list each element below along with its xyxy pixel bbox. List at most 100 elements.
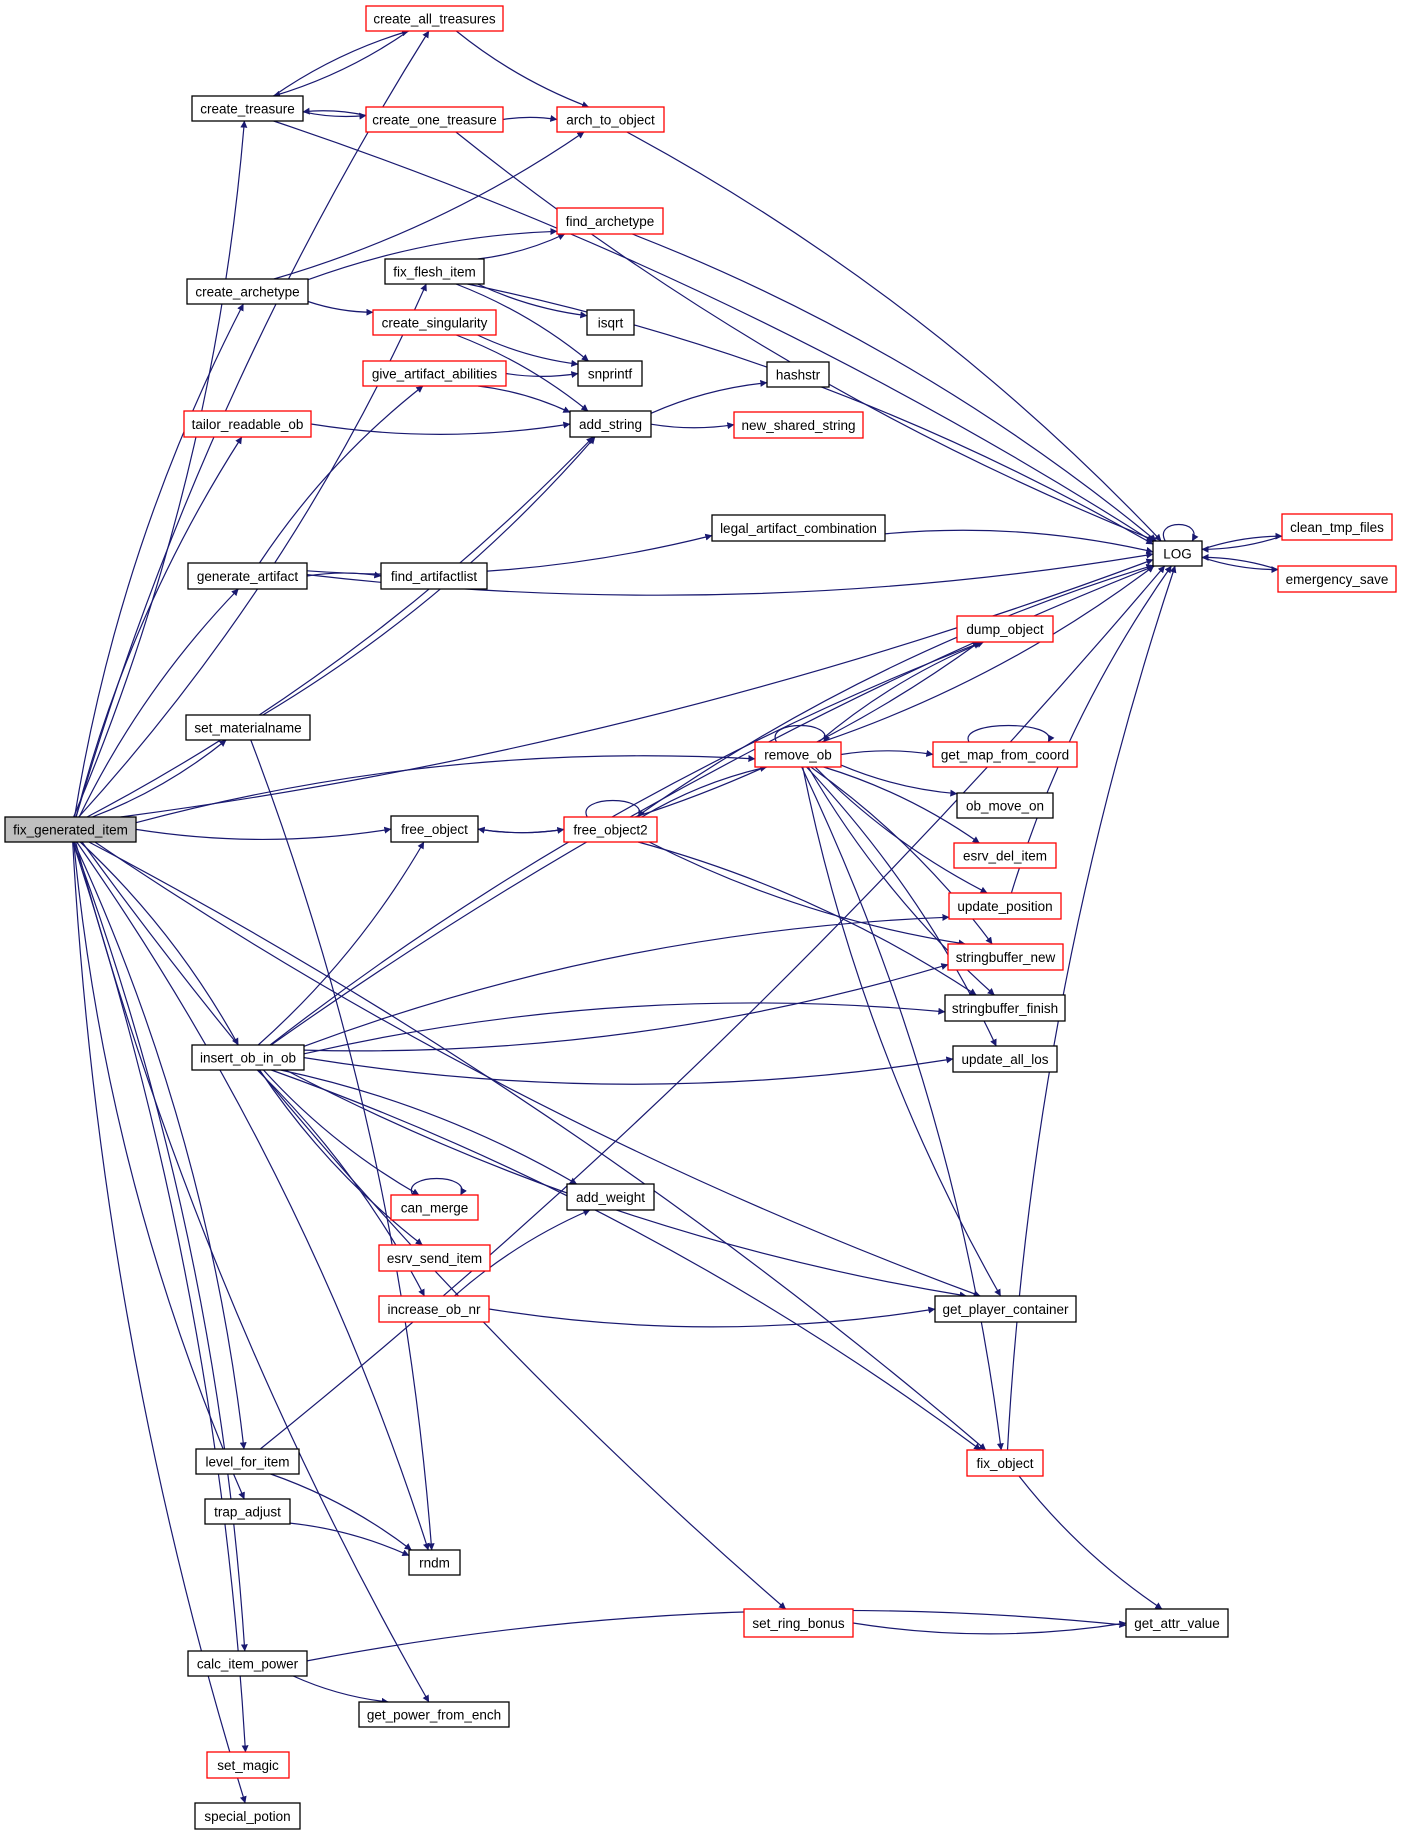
node-label: new_shared_string [741, 418, 855, 433]
edge-set_ring_bonus-to-get_attr_value [852, 1620, 1127, 1635]
edge-LOG-to-emergency_save [1201, 556, 1279, 574]
node-insert-ob-in-ob[interactable]: insert_ob_in_ob [191, 1044, 305, 1071]
node-create-singularity[interactable]: create_singularity [372, 309, 497, 336]
node-label: create_treasure [200, 102, 295, 117]
node-emergency-save[interactable]: emergency_save [1277, 565, 1397, 593]
node-hashstr[interactable]: hashstr [766, 361, 830, 388]
edge-insert_ob_in_ob-to-stringbuffer_new [303, 963, 949, 1052]
node-find-artifactlist[interactable]: find_artifactlist [380, 562, 488, 590]
edge-trap_adjust-to-rndm [289, 1522, 410, 1557]
edge-find_archetype-to-LOG [631, 233, 1157, 542]
node-box [948, 892, 1062, 920]
node-dump-object[interactable]: dump_object [956, 615, 1054, 643]
edge-insert_ob_in_ob-to-stringbuffer_finish [303, 1002, 946, 1055]
edge-increase_ob_nr-to-add_weight [454, 1209, 591, 1297]
node-log[interactable]: LOG [1152, 540, 1203, 567]
node-fix-flesh-item[interactable]: fix_flesh_item [384, 258, 485, 285]
node-create-treasure[interactable]: create_treasure [191, 95, 304, 122]
edge-create_archetype-to-create_singularity [307, 300, 374, 316]
edge-tailor_readable_ob-to-add_string [310, 421, 571, 435]
node-label: can_merge [401, 1201, 469, 1216]
edge-create_all_treasures-to-arch_to_object [455, 30, 590, 108]
node-trap-adjust[interactable]: trap_adjust [204, 1498, 291, 1525]
node-can-merge[interactable]: can_merge [390, 1194, 479, 1221]
node-calc-item-power[interactable]: calc_item_power [187, 1650, 308, 1677]
node-find-archetype[interactable]: find_archetype [556, 207, 664, 235]
node-label: trap_adjust [214, 1505, 281, 1520]
node-generate-artifact[interactable]: generate_artifact [187, 562, 308, 590]
node-fix-generated-item[interactable]: fix_generated_item [4, 816, 137, 843]
node-tailor-readable-ob[interactable]: tailor_readable_ob [183, 410, 312, 438]
node-box [186, 278, 309, 305]
edge-can_merge-to-can_merge [410, 1177, 467, 1196]
node-label: get_map_from_coord [941, 748, 1069, 763]
node-remove-ob[interactable]: remove_ob [754, 741, 842, 768]
edge-fix_object-to-get_attr_value [1018, 1475, 1163, 1610]
node-get-attr-value[interactable]: get_attr_value [1125, 1608, 1229, 1638]
edge-fix_generated_item-to-add_string [86, 436, 594, 818]
node-free-object[interactable]: free_object [390, 815, 479, 843]
node-box [372, 309, 497, 336]
node-label: fix_object [976, 1456, 1033, 1471]
node-new-shared-string[interactable]: new_shared_string [733, 411, 864, 439]
node-box [569, 410, 652, 438]
node-label: special_potion [204, 1809, 290, 1824]
node-get-power-from-ench[interactable]: get_power_from_ench [358, 1701, 510, 1728]
node-ob-move-on[interactable]: ob_move_on [956, 792, 1054, 819]
node-set-materialname[interactable]: set_materialname [185, 714, 311, 741]
node-give-artifact-abilities[interactable]: give_artifact_abilities [362, 360, 507, 387]
node-label: arch_to_object [566, 113, 655, 128]
edge-LOG-to-LOG [1162, 524, 1199, 542]
edge-insert_ob_in_ob-to-can_merge [263, 1069, 420, 1196]
node-box [766, 361, 830, 388]
node-label: set_magic [217, 1758, 279, 1773]
node-get-player-container[interactable]: get_player_container [934, 1295, 1077, 1323]
node-box [1152, 540, 1203, 567]
node-isqrt[interactable]: isqrt [586, 309, 635, 336]
node-level-for-item[interactable]: level_for_item [195, 1448, 300, 1475]
node-label: get_power_from_ench [367, 1708, 501, 1723]
node-create-all-treasures[interactable]: create_all_treasures [365, 5, 504, 32]
node-stringbuffer-finish[interactable]: stringbuffer_finish [944, 994, 1066, 1022]
node-arch-to-object[interactable]: arch_to_object [556, 106, 665, 133]
edge-fix_generated_item-to-create_archetype [74, 303, 244, 818]
node-set-magic[interactable]: set_magic [206, 1751, 290, 1779]
node-snprintf[interactable]: snprintf [577, 360, 643, 387]
edge-fix_generated_item-to-remove_ob [135, 755, 756, 824]
node-esrv-send-item[interactable]: esrv_send_item [378, 1244, 491, 1272]
node-box [390, 815, 479, 843]
edge-free_object2-to-free_object2 [585, 799, 645, 818]
node-rndm[interactable]: rndm [408, 1549, 461, 1576]
node-stringbuffer-new[interactable]: stringbuffer_new [947, 943, 1064, 971]
node-box [378, 1244, 491, 1272]
node-esrv-del-item[interactable]: esrv_del_item [953, 842, 1057, 869]
node-create-one-treasure[interactable]: create_one_treasure [365, 106, 504, 133]
node-update-all-los[interactable]: update_all_los [952, 1045, 1058, 1073]
node-fix-object[interactable]: fix_object [966, 1449, 1044, 1477]
node-update-position[interactable]: update_position [948, 892, 1062, 920]
node-free-object2[interactable]: free_object2 [563, 816, 658, 843]
node-box [390, 1194, 479, 1221]
node-add-string[interactable]: add_string [569, 410, 652, 438]
edge-generate_artifact-to-legal_artifact_combination [306, 533, 713, 575]
node-box [1281, 513, 1393, 541]
edge-fix_generated_item-to-set_ring_bonus [81, 841, 787, 1610]
node-get-map-from-coord[interactable]: get_map_from_coord [932, 741, 1078, 768]
edge-fix_generated_item-to-calc_item_power [72, 841, 248, 1652]
node-clean-tmp-files[interactable]: clean_tmp_files [1281, 513, 1393, 541]
node-increase-ob-nr[interactable]: increase_ob_nr [378, 1295, 490, 1323]
node-label: stringbuffer_new [956, 950, 1056, 965]
node-box [187, 562, 308, 590]
edge-legal_artifact_combination-to-LOG [884, 529, 1154, 554]
node-label: level_for_item [205, 1455, 289, 1470]
node-label: create_one_treasure [372, 113, 497, 128]
node-add-weight[interactable]: add_weight [566, 1183, 655, 1211]
node-box [206, 1751, 290, 1779]
node-create-archetype[interactable]: create_archetype [186, 278, 309, 305]
edge-remove_ob-to-update_position [814, 766, 988, 894]
node-legal-artifact-combination[interactable]: legal_artifact_combination [711, 514, 886, 542]
node-special-potion[interactable]: special_potion [194, 1802, 301, 1830]
node-set-ring-bonus[interactable]: set_ring_bonus [743, 1608, 854, 1638]
edge-LOG-to-clean_tmp_files [1201, 532, 1283, 550]
